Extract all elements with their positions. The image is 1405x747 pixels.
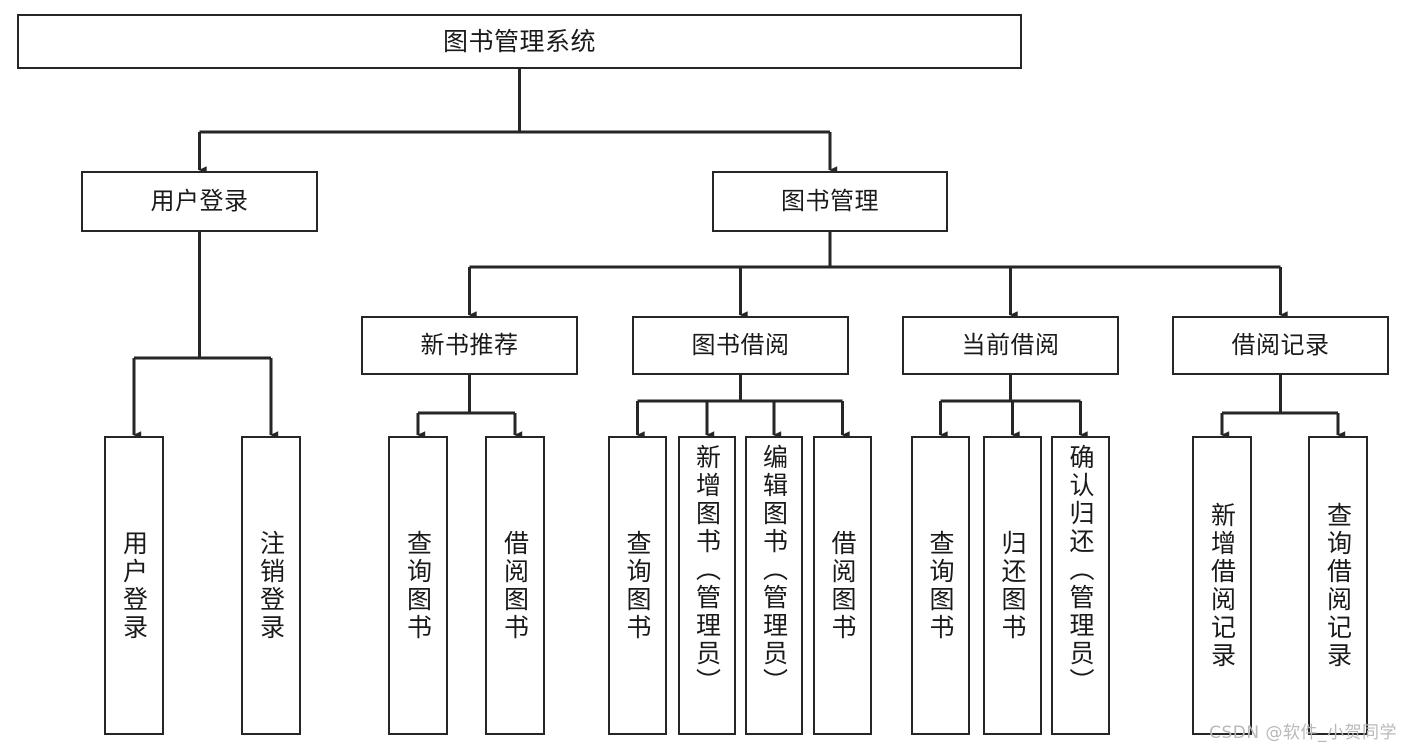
node-leaf-return-book-label: 归还图书 — [998, 529, 1027, 642]
node-leaf-borrow-book-1[interactable]: 借阅图书 — [485, 436, 545, 735]
node-leaf-query-book-2[interactable]: 查询图书 — [608, 436, 667, 735]
node-leaf-edit-book[interactable]: 编辑图书（管理员） — [745, 436, 803, 735]
node-leaf-return-book[interactable]: 归还图书 — [983, 436, 1042, 735]
node-current-borrow-label: 当前借阅 — [961, 331, 1060, 360]
node-leaf-add-book-label: 新增图书（管理员） — [692, 444, 722, 696]
node-leaf-query-book-2-label: 查询图书 — [623, 529, 652, 642]
node-user-login-label: 用户登录 — [150, 187, 249, 216]
node-leaf-add-book[interactable]: 新增图书（管理员） — [678, 436, 736, 735]
node-leaf-add-record[interactable]: 新增借阅记录 — [1192, 436, 1252, 735]
node-leaf-query-book-1-label: 查询图书 — [403, 529, 433, 642]
node-leaf-query-book-1[interactable]: 查询图书 — [388, 436, 448, 735]
node-root[interactable]: 图书管理系统 — [17, 14, 1022, 69]
node-leaf-add-record-label: 新增借阅记录 — [1207, 501, 1237, 670]
node-book-borrow[interactable]: 图书借阅 — [632, 316, 849, 375]
csdn-watermark: CSDN @软件_小贺同学 — [1209, 723, 1397, 743]
node-book-manage[interactable]: 图书管理 — [712, 171, 948, 232]
node-leaf-confirm-return-label: 确认归还（管理员） — [1066, 444, 1095, 696]
node-leaf-query-record[interactable]: 查询借阅记录 — [1308, 436, 1368, 735]
node-leaf-query-record-label: 查询借阅记录 — [1323, 501, 1353, 670]
node-new-book-recommend-label: 新书推荐 — [420, 331, 519, 360]
node-leaf-user-login-label: 用户登录 — [119, 529, 149, 642]
node-new-book-recommend[interactable]: 新书推荐 — [361, 316, 578, 375]
node-leaf-user-login[interactable]: 用户登录 — [104, 436, 164, 735]
node-leaf-logout[interactable]: 注销登录 — [241, 436, 301, 735]
node-user-login[interactable]: 用户登录 — [81, 171, 318, 232]
node-book-borrow-label: 图书借阅 — [691, 331, 790, 360]
node-leaf-query-book-3-label: 查询图书 — [926, 529, 955, 642]
node-leaf-borrow-book-2[interactable]: 借阅图书 — [813, 436, 872, 735]
node-leaf-borrow-book-1-label: 借阅图书 — [500, 529, 530, 642]
node-borrow-record-label: 借阅记录 — [1231, 331, 1330, 360]
node-book-manage-label: 图书管理 — [781, 187, 879, 216]
node-leaf-logout-label: 注销登录 — [256, 529, 286, 642]
node-current-borrow[interactable]: 当前借阅 — [902, 316, 1119, 375]
node-leaf-edit-book-label: 编辑图书（管理员） — [759, 444, 789, 696]
node-borrow-record[interactable]: 借阅记录 — [1172, 316, 1389, 375]
node-root-label: 图书管理系统 — [442, 26, 596, 56]
node-leaf-borrow-book-2-label: 借阅图书 — [828, 529, 857, 642]
node-leaf-query-book-3[interactable]: 查询图书 — [911, 436, 970, 735]
node-leaf-confirm-return[interactable]: 确认归还（管理员） — [1051, 436, 1110, 735]
